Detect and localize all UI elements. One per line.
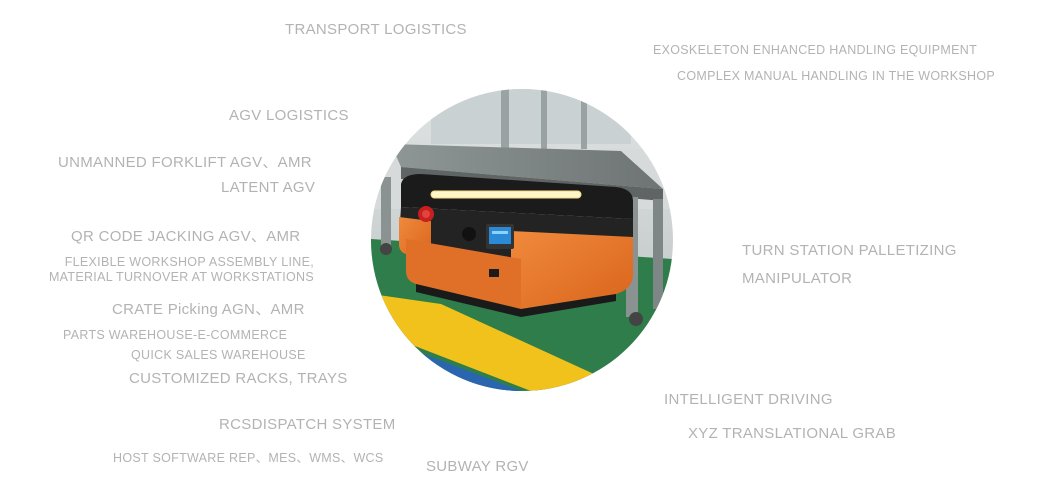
label-transport-logistics[interactable]: TRANSPORT LOGISTICS bbox=[285, 21, 467, 38]
label-latent-agv[interactable]: LATENT AGV bbox=[221, 179, 316, 196]
label-flexible-workshop-line1[interactable]: FLEXIBLE WORKSHOP ASSEMBLY LINE, bbox=[64, 255, 314, 269]
label-crate-picking[interactable]: CRATE Picking AGN、AMR bbox=[112, 301, 305, 318]
label-unmanned-forklift[interactable]: UNMANNED FORKLIFT AGV、AMR bbox=[58, 154, 312, 171]
label-host-software[interactable]: HOST SOFTWARE REP、MES、WMS、WCS bbox=[113, 451, 384, 465]
label-complex-manual-handling[interactable]: COMPLEX MANUAL HANDLING IN THE WORKSHOP bbox=[677, 69, 995, 83]
label-agv-logistics[interactable]: AGV LOGISTICS bbox=[229, 107, 349, 124]
label-intelligent-driving[interactable]: INTELLIGENT DRIVING bbox=[664, 391, 833, 408]
label-rcs-dispatch[interactable]: RCSDISPATCH SYSTEM bbox=[219, 416, 396, 433]
agv-robot-photo bbox=[371, 89, 673, 391]
label-qr-code-jacking[interactable]: QR CODE JACKING AGV、AMR bbox=[71, 228, 301, 245]
label-turn-station-palletizing[interactable]: TURN STATION PALLETIZING bbox=[742, 242, 957, 259]
label-flexible-workshop-line2[interactable]: MATERIAL TURNOVER AT WORKSTATIONS bbox=[48, 270, 314, 284]
label-quick-sales-warehouse[interactable]: QUICK SALES WAREHOUSE bbox=[131, 348, 306, 362]
label-customized-racks[interactable]: CUSTOMIZED RACKS, TRAYS bbox=[129, 370, 348, 387]
label-manipulator[interactable]: MANIPULATOR bbox=[742, 270, 853, 287]
label-exoskeleton[interactable]: EXOSKELETON ENHANCED HANDLING EQUIPMENT bbox=[653, 43, 978, 57]
label-xyz-translational-grab[interactable]: XYZ TRANSLATIONAL GRAB bbox=[688, 425, 897, 442]
label-subway-rgv[interactable]: SUBWAY RGV bbox=[426, 458, 529, 475]
label-parts-warehouse[interactable]: PARTS WAREHOUSE-E-COMMERCE bbox=[63, 328, 288, 342]
